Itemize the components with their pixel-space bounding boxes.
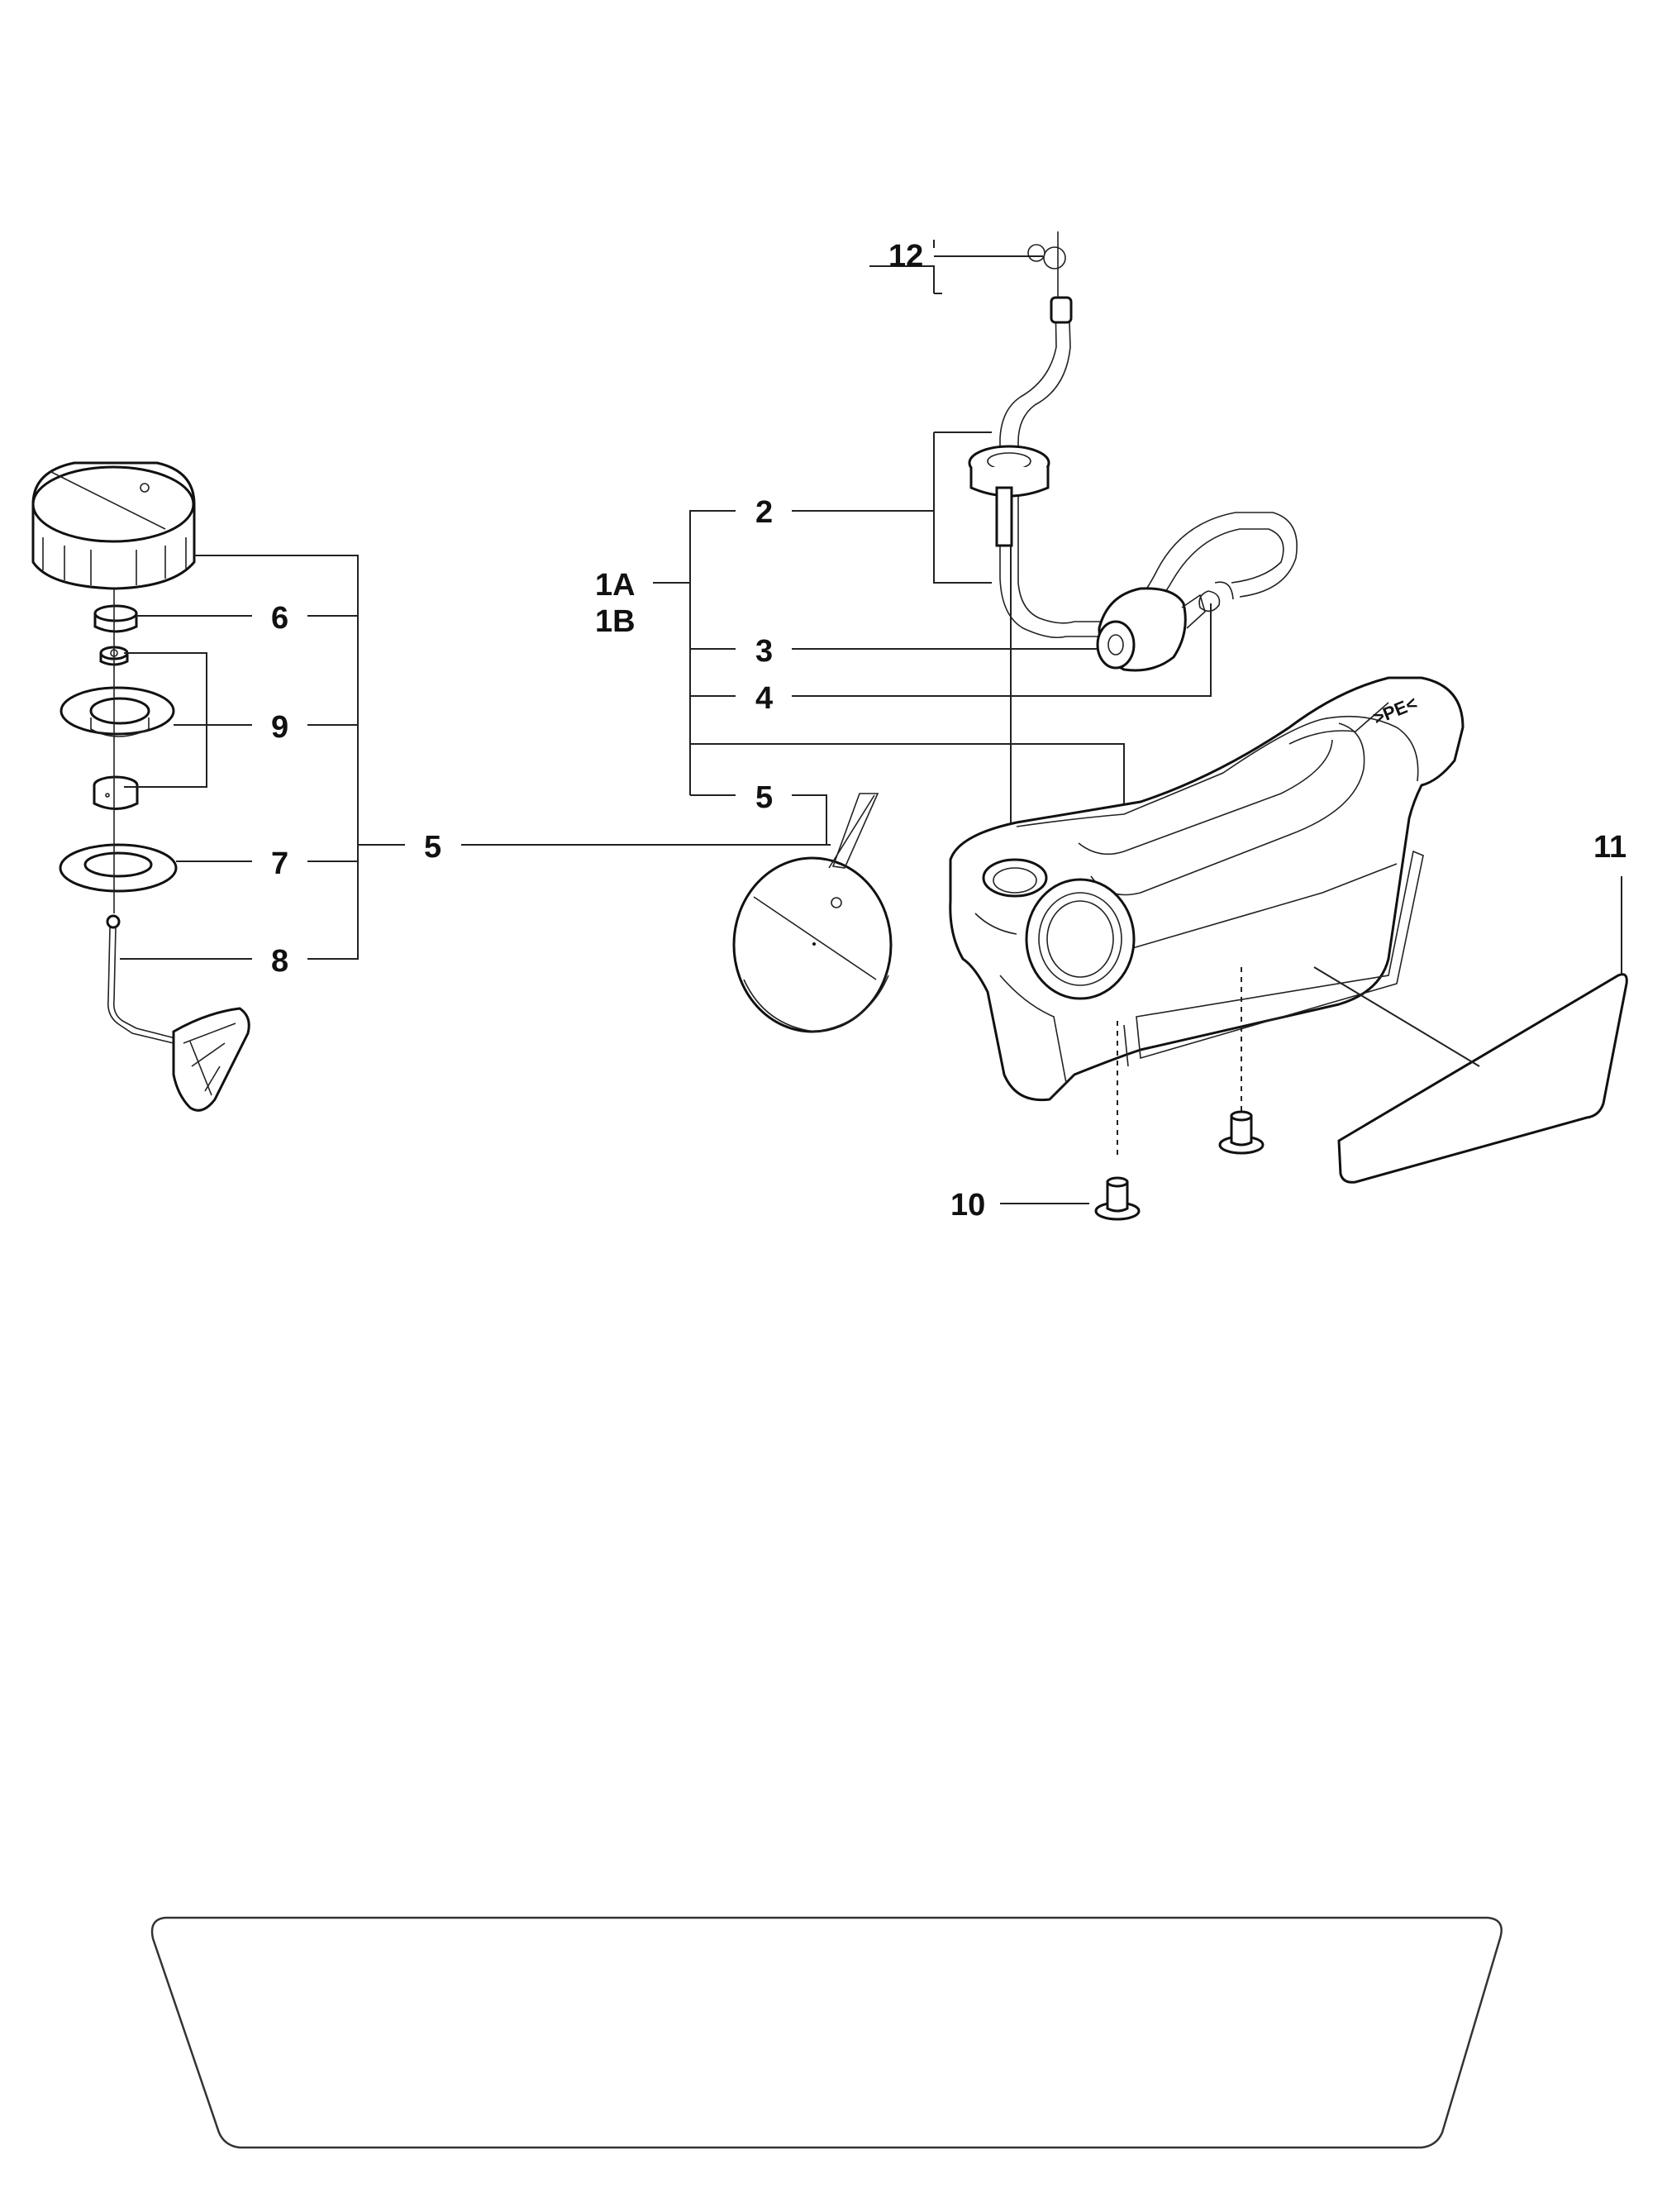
plug-part-6 <box>93 604 138 633</box>
callout-12: 12 <box>888 239 923 274</box>
fuel-cap-assembled-part-5 <box>732 793 893 1033</box>
gasket-part-7 <box>59 843 178 893</box>
callout-4: 4 <box>755 681 773 716</box>
screw-part-10-front <box>1094 1176 1141 1221</box>
callout-11: 11 <box>1593 830 1627 865</box>
callout-7: 7 <box>271 846 288 881</box>
callout-3: 3 <box>755 634 773 669</box>
callout-5-right: 5 <box>755 780 773 815</box>
screw-part-10-rear <box>1218 1110 1265 1155</box>
bottom-info-frame <box>150 1916 1503 2149</box>
filter-part-8 <box>106 914 250 1112</box>
decal-part-11 <box>1313 876 1628 1184</box>
tank-callouts: 12 2 1A 1B 3 4 5 11 10 <box>595 239 1627 1223</box>
callout-9: 9 <box>271 710 288 745</box>
fuel-cap-part <box>31 461 196 590</box>
callout-10: 10 <box>950 1188 985 1223</box>
fuel-tank-part-1: >PE< <box>949 676 1465 1102</box>
valve-part-9 <box>60 646 175 810</box>
callout-2: 2 <box>755 495 773 530</box>
callout-5-center: 5 <box>424 830 441 865</box>
cap-assembly-left <box>31 461 250 1112</box>
fuel-hose-assembly <box>968 231 1298 672</box>
callout-6: 6 <box>271 601 288 636</box>
left-callouts: 6 9 7 8 5 <box>120 555 831 979</box>
callout-1a: 1A <box>595 568 636 603</box>
callout-1b: 1B <box>595 604 636 639</box>
callout-8: 8 <box>271 944 288 979</box>
